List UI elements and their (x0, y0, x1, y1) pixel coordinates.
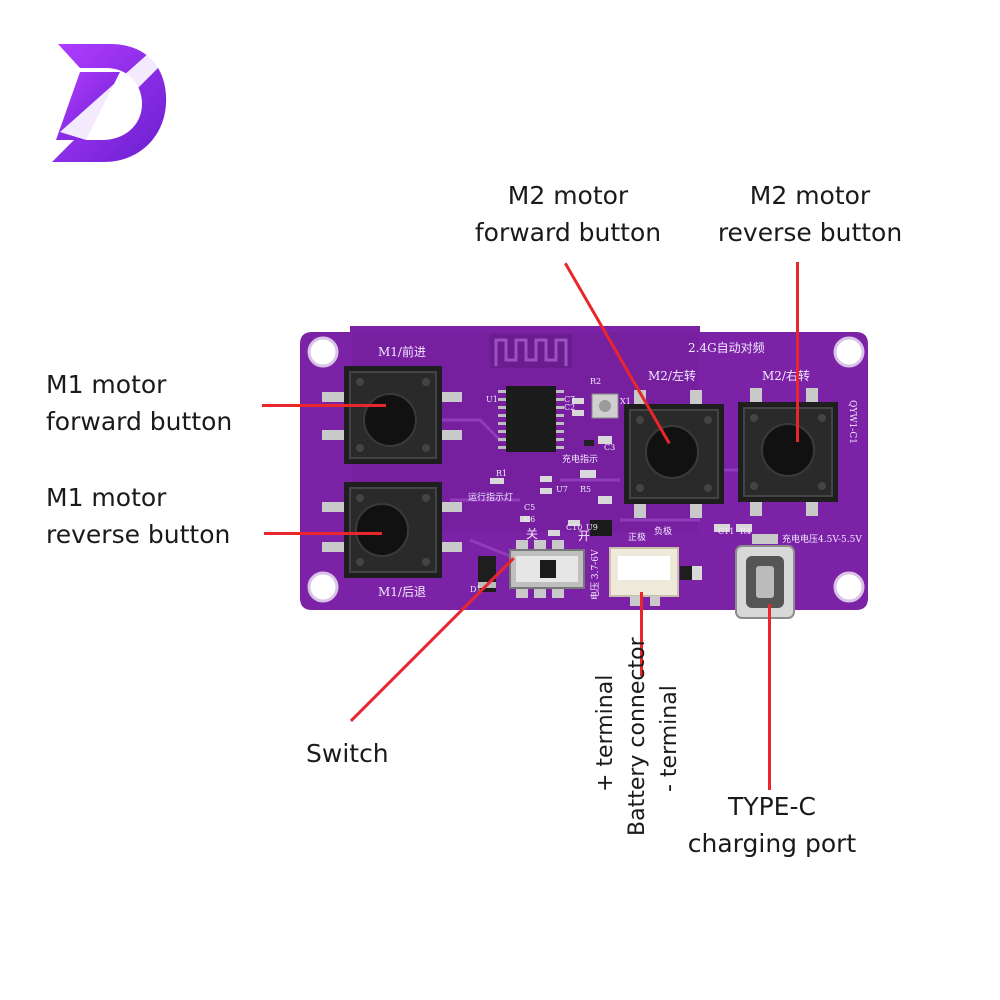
silk-m1-reverse: M1/后退 (378, 585, 426, 599)
silk-on: 开 (578, 529, 590, 543)
ref-c2: C2 (564, 403, 575, 412)
label-switch: Switch (306, 739, 389, 768)
callout-line-battery (640, 592, 643, 676)
label-m1-forward: M1 motor forward button (46, 370, 233, 436)
ref-u1: U1 (486, 395, 498, 404)
ref-u7: U7 (556, 485, 568, 494)
m1-forward-button-part (322, 366, 462, 464)
label-battery-pos: + terminal (593, 674, 618, 792)
silk-run-indicator: 运行指示灯 (468, 491, 513, 503)
typec-port-part (735, 534, 795, 619)
label-m2-reverse: M2 motor reverse button (717, 181, 903, 247)
silk-pairing: 2.4G自动对频 (688, 341, 765, 355)
silk-m2-right: M2/右转 (762, 368, 810, 383)
ref-r2: R2 (590, 377, 601, 386)
m1-reverse-button-part (322, 482, 462, 578)
ref-c3: C3 (604, 443, 615, 452)
label-typec: TYPE-C charging port (687, 792, 857, 858)
ref-d1: D1 (470, 585, 482, 594)
ref-c11: C11 (718, 527, 734, 536)
silk-voltage-batt: 电压 3.7-6V (589, 549, 601, 600)
battery-connector-part (609, 547, 692, 606)
ref-r5: R5 (580, 485, 591, 494)
callout-line-m2-reverse (796, 262, 799, 442)
label-m1-reverse: M1 motor reverse button (46, 483, 231, 549)
ref-r4: R4 (740, 527, 751, 536)
ref-c10: C10 (566, 523, 582, 532)
label-battery: Battery connector (625, 637, 650, 836)
silk-m1-forward: M1/前进 (378, 344, 426, 359)
callout-line-m1-reverse (264, 532, 382, 535)
m2-forward-button-part (624, 390, 724, 518)
silk-off: 关 (526, 527, 538, 541)
callout-line-m1-forward (262, 404, 386, 407)
ref-c7: C7 (564, 395, 575, 404)
ref-c6: C6 (524, 515, 535, 524)
m2-reverse-button-part (738, 388, 838, 516)
silk-pos: 正极 (628, 531, 646, 543)
switch-part (509, 540, 585, 598)
label-battery-neg: - terminal (657, 685, 682, 792)
silk-m2-left: M2/左转 (648, 368, 696, 383)
silk-charge-indicator: 充电指示 (562, 453, 598, 465)
ref-u9: U9 (586, 523, 598, 532)
silk-voltage-charge: 充电电压4.5V-5.5V (782, 533, 862, 545)
label-m2-forward: M2 motor forward button (474, 181, 662, 247)
ref-r1: R1 (496, 469, 507, 478)
callout-line-typec (768, 604, 771, 790)
ref-x1: X1 (620, 397, 631, 406)
silk-model: QYW1-C1 (847, 400, 857, 444)
silk-neg: 负极 (654, 525, 672, 537)
ref-c5: C5 (524, 503, 535, 512)
